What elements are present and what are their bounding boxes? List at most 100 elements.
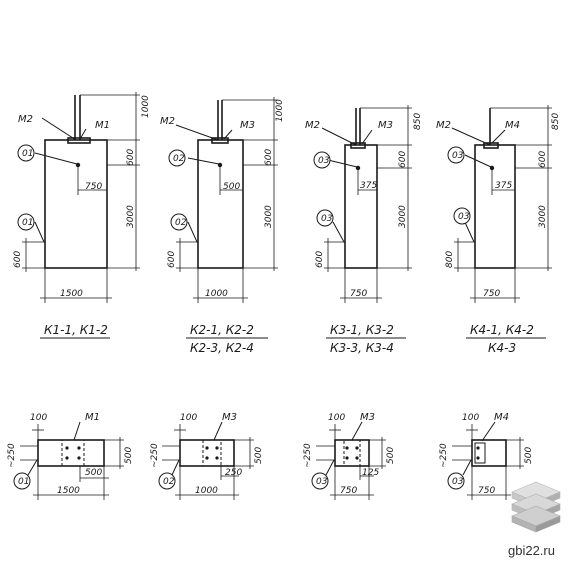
leader-line xyxy=(41,117,77,141)
dim-label: 1000 xyxy=(275,99,285,122)
ref-label: 03 xyxy=(318,156,330,166)
plan-k1: 100 М1 ~250 500 500 1500 01 xyxy=(7,412,134,500)
plan-outline xyxy=(471,439,507,467)
dim-label: 125 xyxy=(362,468,379,478)
dim-label: ~250 xyxy=(150,443,160,468)
dim-label: 750 xyxy=(85,182,102,192)
dim-label: 375 xyxy=(360,181,377,191)
plate-label: М3 xyxy=(222,412,237,423)
dim-label: 600 xyxy=(538,151,548,168)
caption-line2: К4-3 xyxy=(488,341,516,355)
plate-outline xyxy=(202,439,222,467)
dim-label: 600 xyxy=(315,251,325,268)
dim-label: 1000 xyxy=(205,289,228,299)
dim-label: 100 xyxy=(180,413,197,423)
dim-label: 1500 xyxy=(60,289,83,299)
plate-label: М3 xyxy=(240,120,255,131)
embedded-plate xyxy=(211,137,229,144)
plate-outline xyxy=(61,439,85,467)
dim-label: 100 xyxy=(30,413,47,423)
dim-label: 3000 xyxy=(398,205,408,228)
dim-label: 850 xyxy=(413,113,423,130)
dim-label: 750 xyxy=(483,289,500,299)
dim-label: 500 xyxy=(85,468,102,478)
ref-label: 03 xyxy=(458,212,470,222)
block-outline xyxy=(44,139,108,269)
plan-k4: 100 М4 ~250 500 750 03 xyxy=(439,412,534,500)
caption-line1: К2-1, К2-2 xyxy=(190,323,254,337)
dim-label: 3000 xyxy=(126,205,136,228)
dim-label: 3000 xyxy=(264,205,274,228)
reference-bubble xyxy=(447,472,465,490)
caption-line2: К2-3, К2-4 xyxy=(190,341,254,355)
block-outline xyxy=(474,144,516,269)
dim-label: 750 xyxy=(478,486,495,496)
ref-label: 02 xyxy=(175,218,187,228)
dim-label: 600 xyxy=(126,149,136,166)
ref-label: 03 xyxy=(452,477,464,487)
reference-bubble xyxy=(311,472,329,490)
plate-label: М3 xyxy=(360,412,375,423)
dim-label: ~250 xyxy=(7,443,17,468)
dim-label: 850 xyxy=(551,113,561,130)
dim-label: 375 xyxy=(495,181,512,191)
ref-label: 02 xyxy=(163,477,175,487)
reference-bubble xyxy=(313,151,331,169)
caption-line1: К3-1, К3-2 xyxy=(330,323,394,337)
site-logo xyxy=(511,481,561,533)
dim-label: 600 xyxy=(398,151,408,168)
plan-outline xyxy=(334,439,370,467)
plate-label: М4 xyxy=(505,120,520,131)
dim-label: 1000 xyxy=(195,486,218,496)
dim-label: 600 xyxy=(167,251,177,268)
dim-label: 100 xyxy=(328,413,345,423)
reference-bubble xyxy=(453,207,471,225)
block-outline xyxy=(197,139,244,269)
elevation-k3: М2 М3 03 03 375 750 850 600 3000 600 К3-… xyxy=(305,105,423,355)
dim-label: 500 xyxy=(124,447,134,464)
mark-label: М2 xyxy=(18,114,33,125)
plate-outline xyxy=(343,439,361,467)
leader-line xyxy=(34,221,45,243)
reference-bubble xyxy=(17,213,35,231)
mark-label: М2 xyxy=(305,120,320,131)
reference-bubble xyxy=(17,144,35,162)
dim-label: 750 xyxy=(350,289,367,299)
dim-label: 600 xyxy=(264,149,274,166)
dim-label: ~250 xyxy=(303,443,313,468)
plan-outline xyxy=(37,439,105,467)
caption-line1: К1-1, К1-2 xyxy=(44,323,108,337)
elevation-k4: М2 М4 03 03 375 750 850 600 3000 800 К4-… xyxy=(436,105,561,355)
reference-bubble xyxy=(13,472,31,490)
plate-outline xyxy=(474,442,486,464)
reference-bubble xyxy=(447,146,465,164)
mark-label: М2 xyxy=(436,120,451,131)
reference-bubble xyxy=(316,209,334,227)
dim-label: 500 xyxy=(524,447,534,464)
dim-label: 500 xyxy=(254,447,264,464)
dim-label: 500 xyxy=(386,447,396,464)
dim-label: 1500 xyxy=(57,486,80,496)
dim-label: ~250 xyxy=(439,443,449,468)
dim-label: 500 xyxy=(223,182,240,192)
dim-label: 100 xyxy=(462,413,479,423)
embedded-plate xyxy=(67,137,91,144)
dim-label: 250 xyxy=(225,468,242,478)
embedded-plate xyxy=(350,142,366,149)
plan-outline xyxy=(179,439,235,467)
leader-line xyxy=(79,128,87,140)
plate-label: М4 xyxy=(494,412,509,423)
site-watermark: gbi22.ru xyxy=(508,543,555,558)
plan-k3: 100 М3 ~250 500 125 750 03 xyxy=(303,412,396,500)
caption-line1: К4-1, К4-2 xyxy=(470,323,534,337)
ref-label: 01 xyxy=(22,218,33,228)
mark-label: М2 xyxy=(160,116,175,127)
ref-label: 01 xyxy=(18,477,29,487)
ref-label: 03 xyxy=(321,214,333,224)
plate-label: М1 xyxy=(85,412,100,423)
plan-k2: 100 М3 ~250 500 250 1000 02 xyxy=(150,412,264,500)
dim-label: 3000 xyxy=(538,205,548,228)
elevation-k2: М2 М3 02 02 500 1000 1000 600 3000 600 К… xyxy=(160,97,285,355)
